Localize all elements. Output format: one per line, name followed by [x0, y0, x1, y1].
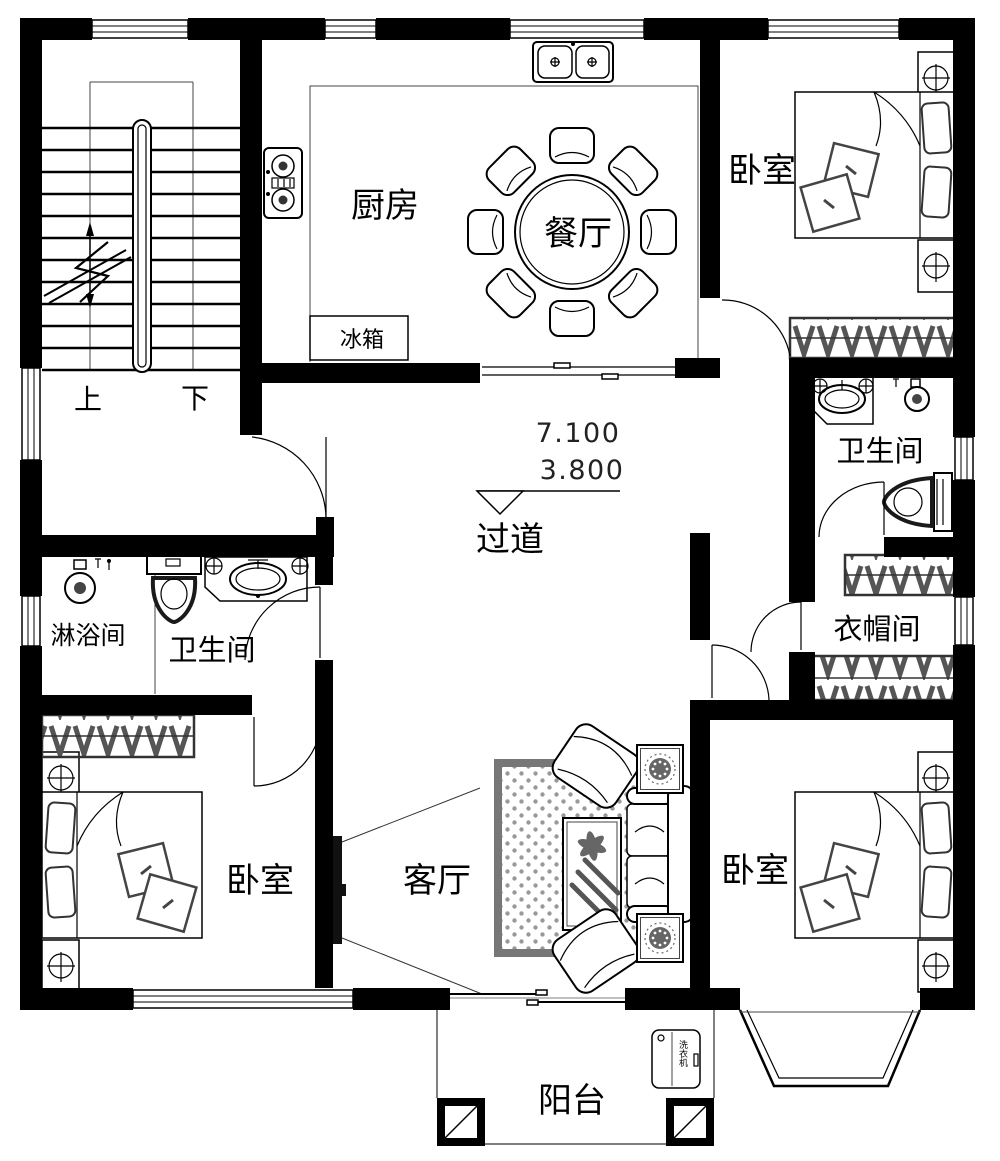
window-top-1: [91, 19, 189, 39]
balcony: 洗衣机: [436, 1010, 715, 1146]
window-right-cloakroom: [954, 596, 974, 646]
door-bedroom-bottom-left: [253, 716, 322, 787]
window-top-4: [767, 19, 900, 39]
label-stairs-up: 上: [74, 383, 102, 416]
label-dining: 餐厅: [544, 214, 612, 254]
door-cloakroom: [750, 601, 802, 653]
elevation-triangle: [475, 490, 525, 516]
dining-opening-threshold: [482, 362, 698, 380]
shower-head-right: [893, 378, 930, 412]
label-living-room: 客厅: [403, 861, 471, 901]
door-hall: [251, 436, 327, 518]
fridge: 冰箱: [309, 315, 409, 361]
balcony-sliding-door: [450, 989, 625, 1006]
wardrobe-cloakroom-top: [843, 553, 957, 597]
bay-window: [738, 1009, 922, 1088]
window-top-2: [324, 19, 377, 39]
kitchen-sink: [532, 41, 614, 83]
sofa: [626, 785, 695, 923]
elevation-lower: 3.800: [540, 455, 625, 486]
washing-machine-label: 洗衣机: [677, 1039, 688, 1068]
door-bathroom-left: [244, 586, 321, 661]
dining-table: [514, 174, 630, 290]
label-stairs-down: 下: [181, 382, 209, 415]
walls: [20, 18, 975, 1010]
elevation-upper: 7.100: [536, 418, 621, 449]
shower-head: [64, 558, 111, 604]
wardrobe-bottom-left-bedroom: [40, 713, 196, 759]
door-bedroom-top-right: [721, 299, 791, 357]
wardrobes: [40, 316, 957, 759]
label-hallway: 过道: [476, 520, 544, 560]
sink-left: [204, 556, 309, 602]
dining-set: [467, 127, 677, 337]
stair-break-line: [43, 222, 132, 308]
stove: [263, 147, 303, 219]
label-shower-room: 淋浴间: [50, 621, 125, 650]
kitchen-counter-line: [309, 85, 699, 362]
label-cloakroom: 衣帽间: [833, 612, 920, 646]
elevation-marker: 7.100 3.800: [475, 418, 625, 516]
label-bathroom-right: 卫生间: [836, 434, 923, 468]
living-room-furniture: [333, 718, 695, 999]
wardrobe-cloakroom-bottom: [811, 654, 957, 702]
fridge-label: 冰箱: [340, 328, 384, 353]
label-bedroom-bottom-left: 卧室: [226, 861, 294, 901]
label-balcony: 阳台: [538, 1081, 606, 1121]
window-left-hall: [21, 367, 41, 461]
tv: [333, 787, 483, 995]
label-kitchen: 厨房: [351, 186, 419, 226]
windows: [21, 19, 974, 1009]
window-top-3: [509, 19, 645, 39]
shower-room-fixtures: [64, 555, 309, 694]
window-right-bathroom: [954, 436, 974, 481]
label-bedroom-bottom-right: 卧室: [721, 851, 789, 891]
room-labels: 厨房 餐厅 卧室 卫生间 衣帽间 淋浴间 卫生间 过道 卧室 客厅 卧室 阳台 …: [50, 151, 923, 1121]
label-bathroom-left: 卫生间: [168, 633, 255, 667]
window-bottom-bedroom: [132, 989, 354, 1009]
door-bathroom-right: [818, 481, 885, 538]
label-bedroom-top-right: 卧室: [728, 151, 796, 191]
window-left-shower: [21, 595, 41, 647]
washing-machine: 洗衣机: [651, 1029, 701, 1089]
doors: [244, 299, 885, 787]
sink-right: [812, 376, 874, 425]
wardrobe-top-right-bedroom: [788, 316, 957, 360]
staircase: [42, 81, 240, 373]
toilet-left: [146, 555, 202, 625]
door-bedroom-bottom-right: [711, 644, 770, 701]
plant: [577, 831, 607, 861]
stair-stringer: [132, 119, 152, 373]
